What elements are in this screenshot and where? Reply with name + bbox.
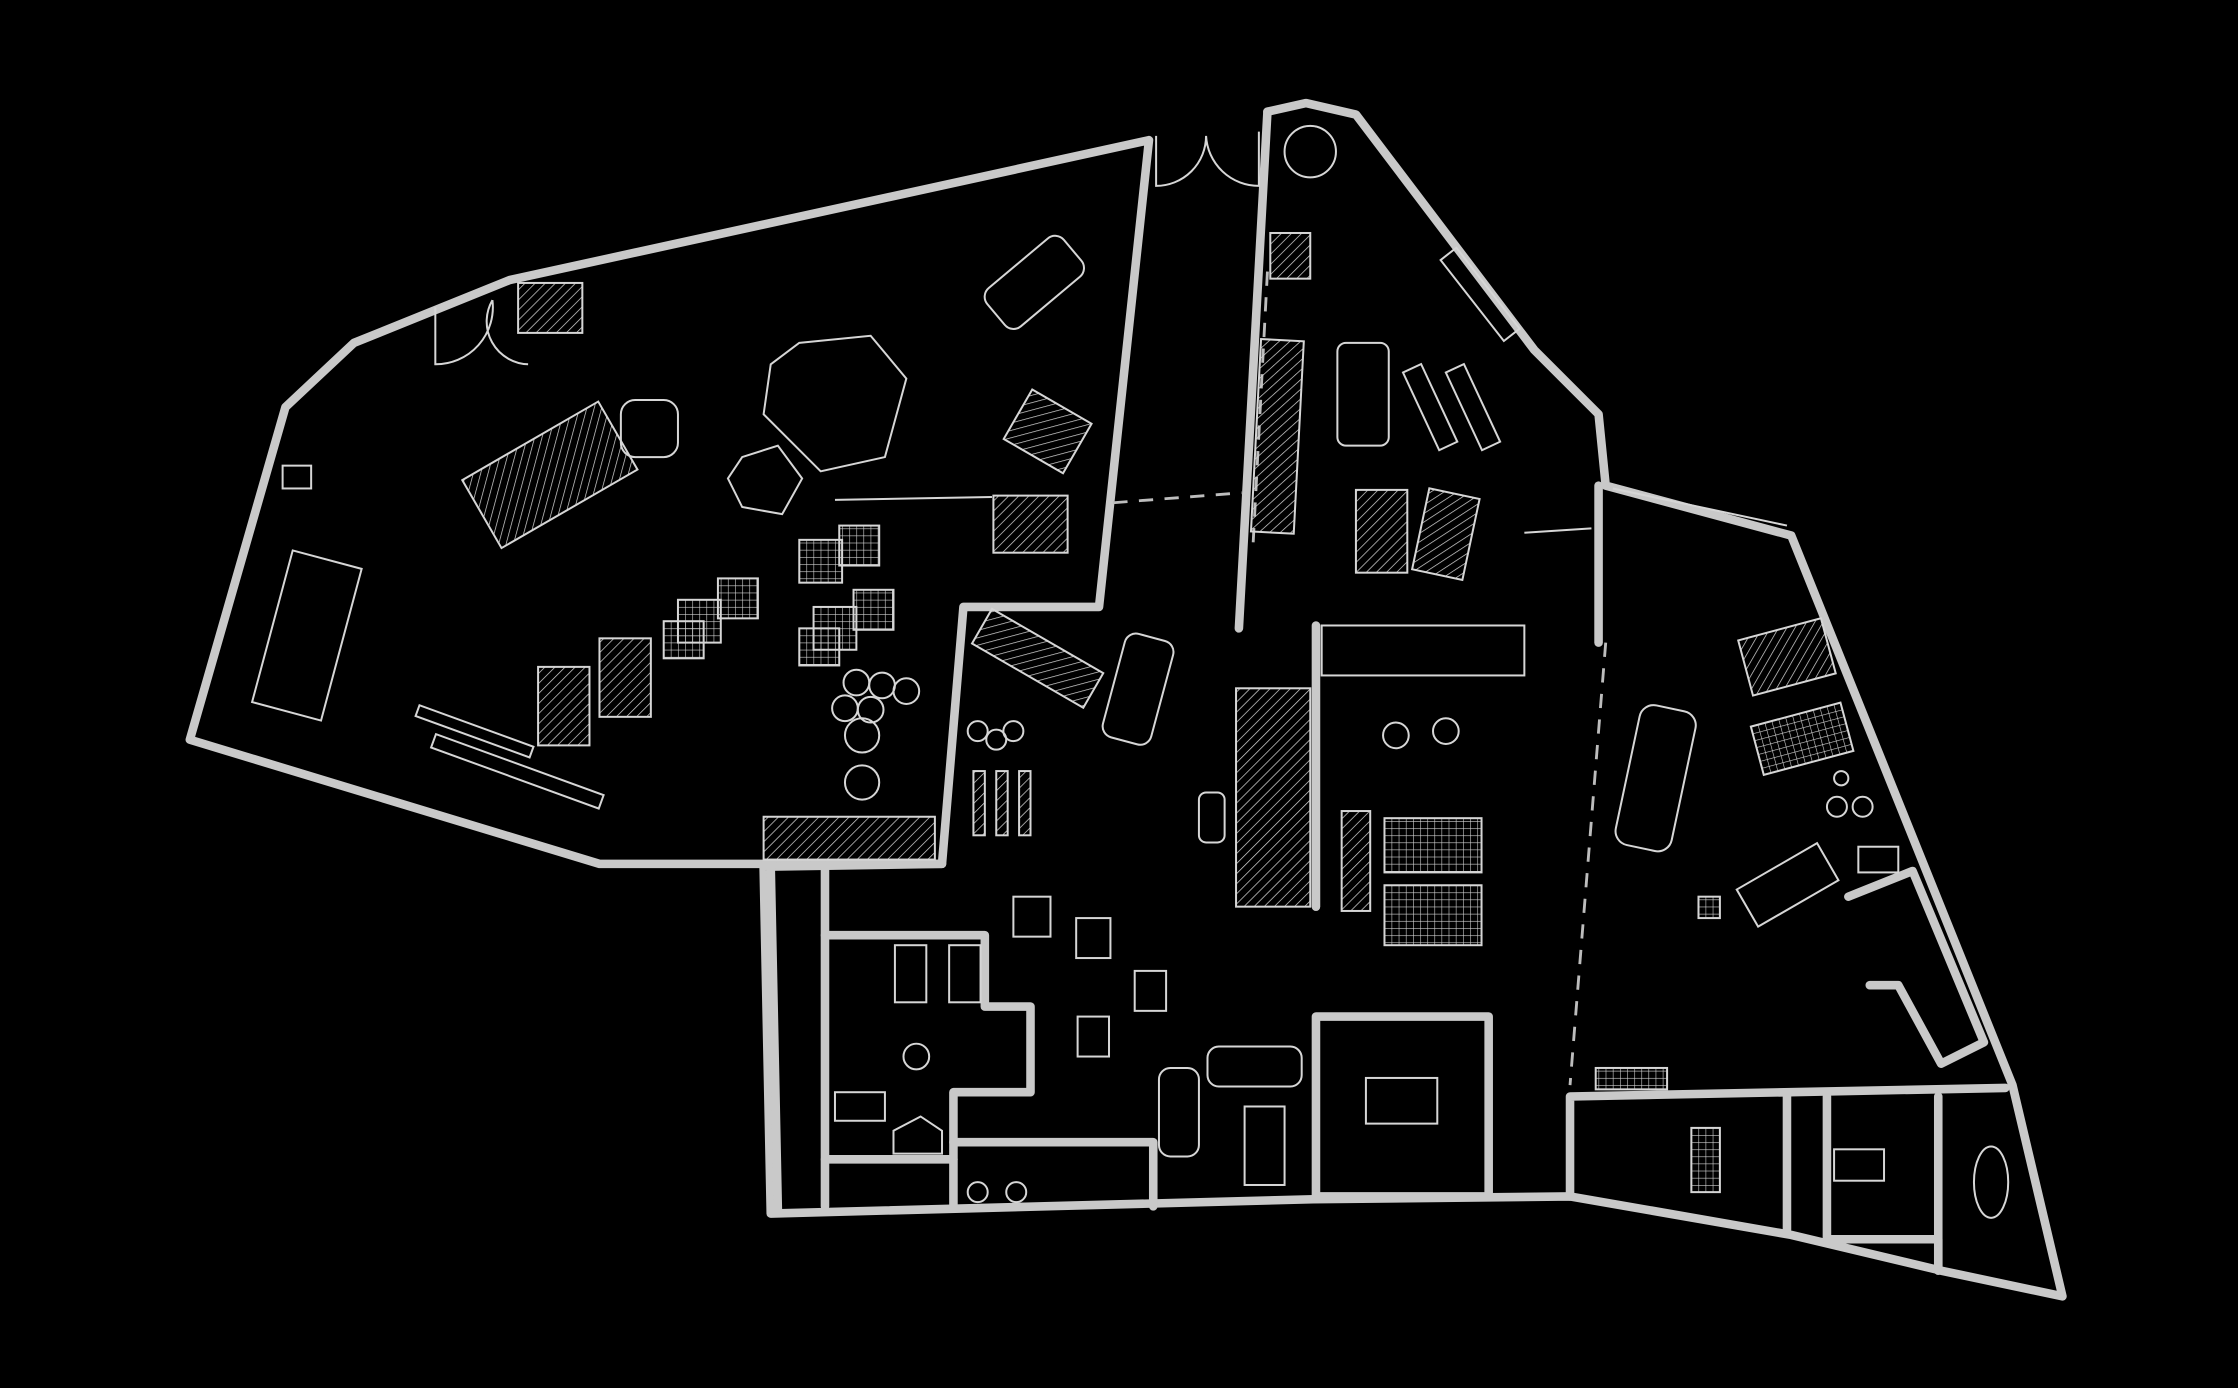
bench-icon	[414, 703, 535, 759]
window-icon	[1612, 487, 1788, 527]
stair-icon	[762, 815, 936, 861]
crate-icon	[1012, 895, 1052, 938]
round-tables-icon	[831, 668, 921, 801]
grid-panel-icon	[852, 588, 895, 631]
sinks-icon	[966, 1181, 1028, 1204]
hatched-panel-icon	[1410, 487, 1481, 582]
crate-icon	[1076, 1015, 1111, 1058]
workbench-icon	[1383, 884, 1483, 947]
shelf-icon	[1340, 810, 1372, 912]
chair-icon	[892, 1115, 944, 1155]
cab-icon	[619, 398, 679, 459]
grid-panel-icon	[798, 627, 841, 667]
sink-icon	[281, 464, 313, 490]
crate-icon	[1075, 917, 1112, 960]
chairs-icon	[1825, 770, 1874, 818]
shelf-icon	[972, 770, 986, 837]
bench-icon	[429, 732, 605, 810]
sofa-icon	[1690, 1126, 1721, 1194]
grid-panel-icon	[662, 620, 705, 660]
stools-icon	[966, 720, 1025, 751]
sofa-icon	[833, 1091, 886, 1122]
east-room-wall	[1844, 866, 1989, 1068]
door-icon	[434, 299, 529, 366]
shelf-icon	[995, 770, 1009, 837]
crate-icon	[1133, 969, 1168, 1012]
van-icon	[1614, 704, 1697, 853]
dining-table-icon	[1972, 1145, 2010, 1219]
hatched-panel-icon	[992, 494, 1069, 554]
workbench-icon	[1383, 817, 1483, 874]
stair-icon	[517, 281, 584, 334]
hatched-panel-icon	[1737, 617, 1837, 697]
car-icon	[1157, 1066, 1200, 1158]
hatched-panel-icon	[1354, 488, 1409, 574]
bathtub-icon	[1197, 791, 1226, 844]
dining-set-icon	[1382, 717, 1460, 750]
table-icon	[1735, 841, 1840, 929]
studio-room	[1311, 1012, 1493, 1201]
rack-icon	[1439, 246, 1522, 343]
dashed-boundary-1	[1113, 491, 1242, 505]
door-icon	[1155, 131, 1260, 187]
bed-icon	[893, 944, 928, 1004]
hatched-table-icon	[970, 607, 1105, 710]
table-icon	[902, 1042, 931, 1071]
dashed-boundary-2	[1568, 642, 1608, 1086]
sculpture-small-icon	[726, 444, 804, 516]
van-icon	[1101, 632, 1175, 746]
hatched-panel-icon	[1269, 231, 1312, 280]
studio-table-icon	[1364, 1076, 1439, 1125]
table-icon	[250, 549, 363, 722]
rack-icon	[1401, 362, 1459, 452]
hatched-panel-icon	[598, 637, 652, 718]
bed-icon	[1833, 1148, 1886, 1182]
central-wing-wall	[759, 98, 2067, 1301]
apartment-wall	[1565, 1083, 2010, 1201]
kitchen-counter-icon	[1594, 1066, 1669, 1091]
truck-icon	[460, 400, 639, 550]
car-icon	[1206, 1045, 1303, 1088]
sculpture-icon	[762, 334, 908, 473]
grid-panel-icon	[838, 524, 881, 567]
grid-panel-icon	[1697, 895, 1721, 920]
stove-icon	[1857, 845, 1900, 874]
bookshelf-icon	[1243, 1105, 1286, 1186]
hatched-panel-icon	[537, 665, 591, 747]
bedroom-room-wall	[820, 930, 1035, 1164]
rail-icon	[834, 496, 992, 501]
rail-icon	[1524, 527, 1592, 534]
bathroom-wall-2	[949, 1137, 1158, 1211]
interior-wall-north	[1234, 107, 1272, 633]
west-corridor-wall	[766, 862, 783, 1215]
stairs-ramp-icon	[1235, 687, 1312, 908]
counter-icon	[1320, 624, 1526, 677]
shelf-icon	[1018, 770, 1032, 837]
grid-panel-icon	[798, 538, 844, 584]
car-icon	[1336, 341, 1390, 447]
rack-icon	[1444, 362, 1502, 452]
spiral-stair-icon	[1283, 124, 1337, 179]
bed-icon	[948, 944, 982, 1004]
grid-panel-icon	[1749, 701, 1855, 777]
hatched-ramp-icon	[1249, 337, 1305, 535]
grid-panel-icon	[716, 577, 759, 620]
van-icon	[983, 234, 1085, 330]
hatched-panel-icon	[1002, 388, 1093, 475]
left-wing-wall	[185, 135, 1154, 869]
